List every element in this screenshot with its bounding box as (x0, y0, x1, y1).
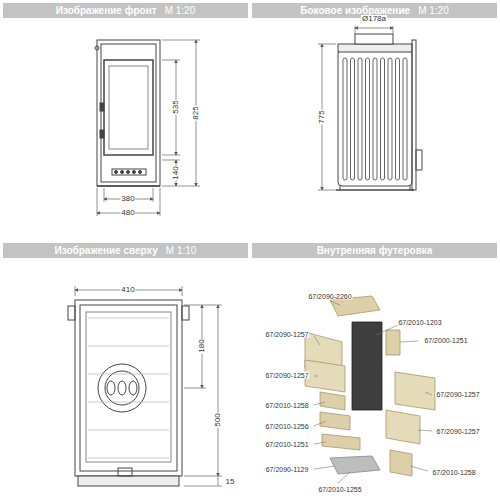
part-number: 67/2010-1251 (264, 441, 309, 448)
dimension: 535 (172, 99, 180, 114)
part-number: 67/2010-1256 (264, 423, 309, 430)
part-number: 67/2090-1129 (265, 466, 310, 473)
part-number: 67/2010-1203 (397, 319, 442, 326)
dimension: 380 (120, 195, 135, 203)
header-title: Внутренняя футеровка (317, 245, 433, 256)
dimension: 825 (192, 105, 200, 120)
part-number: 67/2090-1257 (435, 391, 480, 398)
panel-header: Изображение фронт M 1:20 (3, 3, 248, 18)
scale-text: M 1:10 (166, 245, 197, 256)
dimension: 500 (214, 412, 222, 427)
part-number: 67/2010-1258 (264, 402, 309, 409)
part-number: 67/2010-1258 (431, 469, 476, 476)
part-number: 67/2090-1257 (264, 372, 309, 379)
header-title: Изображение фронт (56, 5, 157, 16)
dimension: Ø178a (361, 15, 387, 23)
part-number: 67/2010-1255 (317, 486, 362, 493)
header-title: Боковое изображение (300, 5, 410, 16)
dimension: 410 (120, 286, 135, 294)
panel-header: Изображение сверху M 1:10 (3, 243, 248, 258)
dimension: 775 (318, 109, 326, 124)
scale-text: M 1:20 (165, 5, 196, 16)
panel-header: Внутренняя футеровка (252, 243, 497, 258)
dimension: 480 (120, 209, 135, 217)
part-number: 67/2090-2260 (307, 293, 352, 300)
part-number: 67/2000-1251 (423, 337, 468, 344)
dimension: 15 (225, 478, 236, 486)
dimension: 140 (172, 165, 180, 180)
header-title: Изображение сверху (55, 245, 158, 256)
dimension: 180 (198, 338, 206, 353)
part-number: 67/2090-1257 (435, 428, 480, 435)
scale-text: M 1:20 (418, 5, 449, 16)
part-number: 67/2090-1257 (264, 331, 309, 338)
